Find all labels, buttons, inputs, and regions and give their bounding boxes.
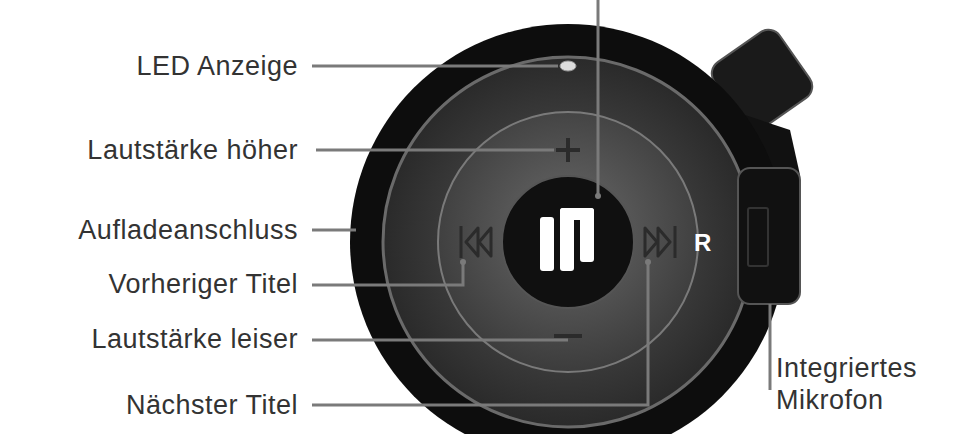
microphone-label: Integriertes Mikrofon [776,352,976,417]
led-label: LED Anzeige [136,50,298,82]
side-marker: R [694,229,712,258]
previous-track-label: Vorheriger Titel [108,268,298,300]
volume-down-label: Lautstärke leiser [91,323,298,355]
volume-up-label: Lautstärke höher [87,134,298,166]
next-track-label: Nächster Titel [126,389,298,421]
charging-port-label: Aufladeanschluss [78,214,298,246]
